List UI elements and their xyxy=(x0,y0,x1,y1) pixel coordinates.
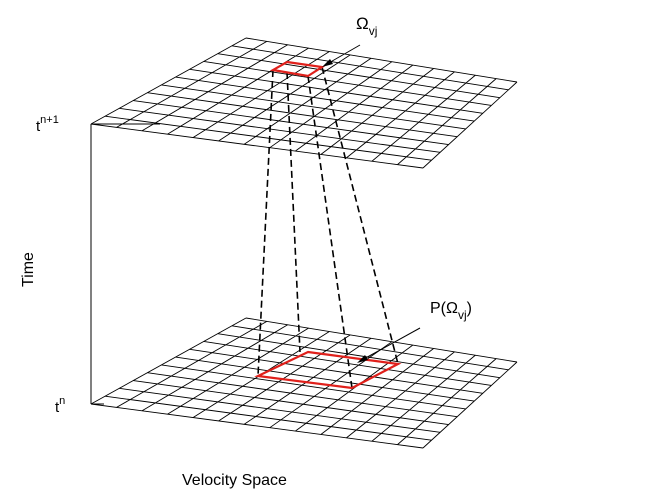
lower-grid-line-u xyxy=(422,361,518,449)
lower-grid-line-v xyxy=(245,317,518,363)
upper-grid-line-u xyxy=(218,54,351,142)
velocity-space-label: Velocity Space xyxy=(182,472,287,489)
lower-grid-line-u xyxy=(371,354,476,442)
lower-grid-line-v xyxy=(189,348,483,394)
lower-grid-line-v xyxy=(90,403,424,449)
lower-grid-line-u xyxy=(141,324,288,412)
projection-line xyxy=(307,75,353,389)
upper-grid-line-v xyxy=(161,84,466,130)
upper-grid-line-v xyxy=(175,76,475,122)
upper-grid-line-u xyxy=(397,78,497,165)
lower-grid-line-u xyxy=(346,351,455,439)
lower-velocity-grid xyxy=(90,317,518,449)
upper-grid-line-v xyxy=(189,68,483,114)
lower-grid-line-v xyxy=(161,364,466,410)
projection-lines xyxy=(257,66,399,389)
upper-grid-line-u xyxy=(346,71,455,159)
upper-grid-line-v xyxy=(217,53,500,99)
upper-grid-line-v xyxy=(133,100,449,145)
upper-grid-line-v xyxy=(119,107,441,153)
lower-grid-line-v xyxy=(217,333,500,379)
upper-grid-line-u xyxy=(141,44,288,132)
lower-grid-line-v xyxy=(175,356,475,402)
lower-time-label: tn xyxy=(55,395,65,416)
projection-line xyxy=(321,66,399,365)
projection-line xyxy=(257,69,274,377)
upper-grid-line-u xyxy=(320,68,434,155)
upper-grid-line-u xyxy=(371,74,476,162)
upper-cell-outline xyxy=(269,60,326,78)
lower-grid-line-u xyxy=(320,348,434,435)
lower-cell-pointer xyxy=(357,327,421,363)
upper-grid-line-v xyxy=(245,37,518,83)
lower-grid-line-u xyxy=(218,334,351,422)
upper-grid-line-u xyxy=(116,40,268,128)
upper-cell-pointer xyxy=(322,44,361,67)
lower-grid-line-v xyxy=(147,372,458,418)
upper-time-label: tn+1 xyxy=(36,114,59,135)
upper-grid-line-u xyxy=(422,81,518,169)
lower-grid-line-u xyxy=(167,327,309,415)
lower-grid-line-u xyxy=(116,320,268,408)
upper-velocity-grid xyxy=(90,37,518,169)
lower-grid-line-u xyxy=(397,358,497,445)
upper-grid-line-v xyxy=(90,123,424,169)
lower-grid-line-v xyxy=(203,341,492,386)
lower-cell-label: P(Ωvj) xyxy=(430,300,472,322)
lower-grid-line-v xyxy=(119,387,441,433)
upper-grid-line-v xyxy=(231,45,509,91)
upper-grid-line-u xyxy=(90,37,247,125)
lower-grid-line-v xyxy=(231,325,509,371)
projection-line xyxy=(286,71,301,353)
lower-grid-line-u xyxy=(90,317,247,405)
upper-cell-label: Ωvj xyxy=(356,14,377,38)
upper-grid-line-u xyxy=(243,57,372,145)
upper-grid-line-u xyxy=(295,64,414,152)
lower-grid-line-v xyxy=(133,380,449,425)
lower-grid-line-v xyxy=(105,395,432,441)
time-axis-label: Time xyxy=(20,252,37,287)
upper-grid-line-v xyxy=(147,92,458,138)
upper-grid-line-v xyxy=(203,61,492,106)
